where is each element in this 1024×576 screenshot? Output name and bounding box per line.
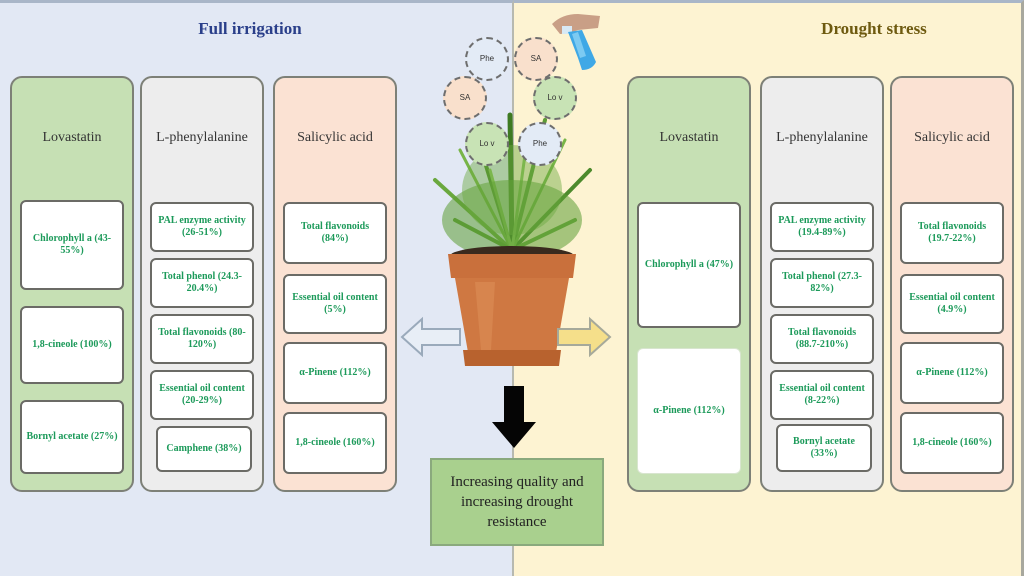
effect-box: α-Pinene (112%)	[900, 342, 1004, 404]
result-box: Increasing quality and increasing drough…	[430, 458, 604, 546]
spray-bottle-icon	[552, 14, 600, 70]
effect-box: PAL enzyme activity (19.4-89%)	[770, 202, 874, 252]
effect-box: α-Pinene (112%)	[283, 342, 387, 404]
effect-box: Camphene (38%)	[156, 426, 252, 472]
effect-box: 1,8-cineole (160%)	[283, 412, 387, 474]
effect-box: Chlorophyll a (47%)	[637, 202, 741, 328]
effect-box: Total flavonoids (80-120%)	[150, 314, 254, 364]
rosemary-plant-illustration	[433, 112, 592, 366]
effect-box: Essential oil content (20-29%)	[150, 370, 254, 420]
effect-box: Total flavonoids (19.7-22%)	[900, 202, 1004, 264]
effect-box: Total flavonoids (88.7-210%)	[770, 314, 874, 364]
effect-box: 1,8-cineole (160%)	[900, 412, 1004, 474]
effect-box: Essential oil content (5%)	[283, 274, 387, 334]
effect-box: Essential oil content (8-22%)	[770, 370, 874, 420]
effect-box: Total phenol (27.3-82%)	[770, 258, 874, 308]
clay-pot-icon	[448, 246, 576, 366]
column-title: Lovastatin	[659, 130, 719, 145]
left-lovastatin-column: Lovastatin Chlorophyll a (43-55%) 1,8-ci…	[10, 76, 134, 492]
arrow-right-icon	[557, 316, 612, 358]
effect-box: Essential oil content (4.9%)	[900, 274, 1004, 334]
effect-box: Total phenol (24.3-20.4%)	[150, 258, 254, 308]
left-salicylic-column: Salicylic acid Total flavonoids (84%) Es…	[273, 76, 397, 492]
treatment-circle-lov: Lo v	[533, 76, 577, 120]
effect-box: α-Pinene (112%)	[637, 348, 741, 474]
effect-box: Total flavonoids (84%)	[283, 202, 387, 264]
effect-box: Bornyl acetate (27%)	[20, 400, 124, 474]
effect-box: 1,8-cineole (100%)	[20, 306, 124, 384]
column-title: L-phenylalanine	[776, 130, 868, 145]
effect-box: Bornyl acetate (33%)	[776, 424, 872, 472]
treatment-circle-lov: Lo v	[465, 122, 509, 166]
drought-stress-title: Drought stress	[821, 19, 927, 38]
full-irrigation-title: Full irrigation	[198, 19, 302, 38]
rosemary-leaves-icon	[433, 112, 592, 260]
treatment-circle-phe: Phe	[465, 37, 509, 81]
column-title: Salicylic acid	[297, 130, 373, 145]
column-title: Lovastatin	[42, 130, 102, 145]
effect-box: PAL enzyme activity (26-51%)	[150, 202, 254, 252]
left-phenylalanine-column: L-phenylalanine PAL enzyme activity (26-…	[140, 76, 264, 492]
drought-stress-panel: Drought stress Lovastatin Chlorophyll a …	[514, 0, 1024, 576]
arrow-down-icon	[492, 386, 536, 448]
full-irrigation-panel: Full irrigation Lovastatin Chlorophyll a…	[0, 0, 514, 576]
right-phenylalanine-column: L-phenylalanine PAL enzyme activity (19.…	[760, 76, 884, 492]
treatment-circle-sa: SA	[443, 76, 487, 120]
treatment-circle-sa: SA	[514, 37, 558, 81]
column-title: Salicylic acid	[914, 130, 990, 145]
right-lovastatin-column: Lovastatin Chlorophyll a (47%) α-Pinene …	[627, 76, 751, 492]
column-title: L-phenylalanine	[156, 130, 248, 145]
arrow-left-icon	[400, 316, 461, 358]
effect-box: Chlorophyll a (43-55%)	[20, 200, 124, 290]
treatment-circle-phe: Phe	[518, 122, 562, 166]
right-salicylic-column: Salicylic acid Total flavonoids (19.7-22…	[890, 76, 1014, 492]
